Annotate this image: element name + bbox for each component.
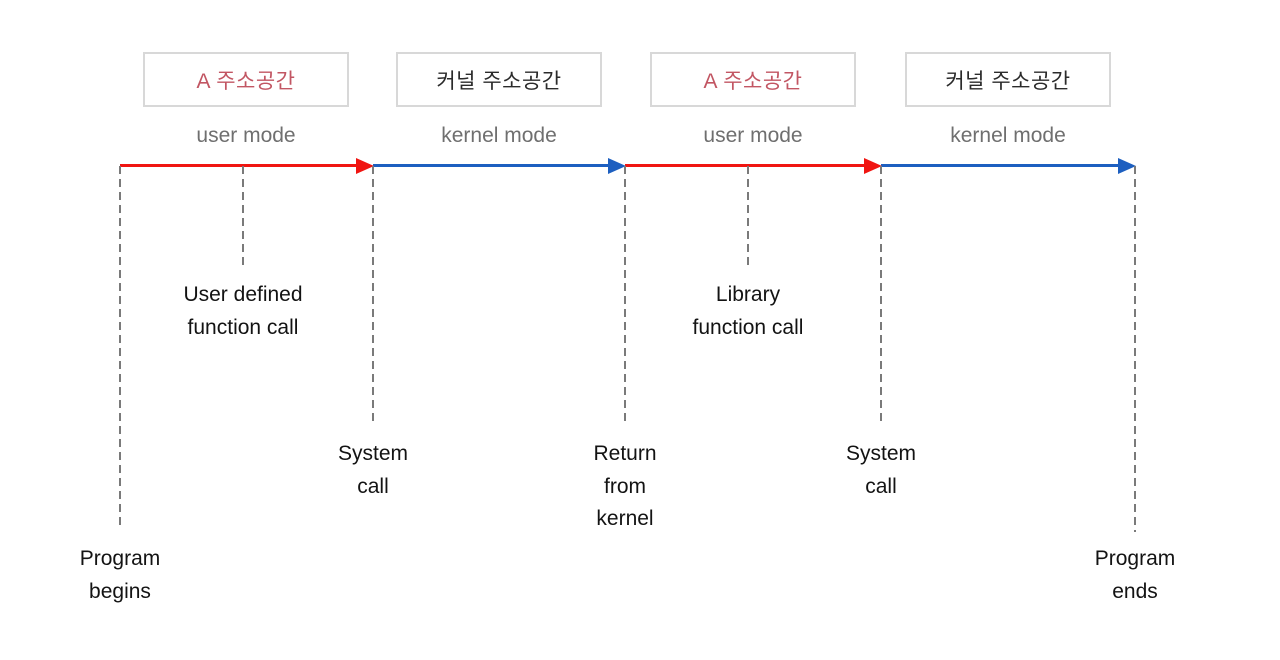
event-dashed-line xyxy=(119,166,121,530)
mode-label: kernel mode xyxy=(441,124,557,147)
mode-label: user mode xyxy=(196,124,296,147)
event-dashed-line xyxy=(372,166,374,424)
event-label: User defined function call xyxy=(183,283,303,339)
event-label: System call xyxy=(337,442,409,498)
event-label: Return from kernel xyxy=(593,442,657,531)
address-space-box: 커널 주소공간 xyxy=(905,52,1111,107)
mode-label: kernel mode xyxy=(950,124,1066,147)
event-dashed-line xyxy=(880,166,882,424)
timeline-arrow-user-2 xyxy=(625,164,866,167)
event-label: System call xyxy=(845,442,917,498)
timeline-arrow-user-1 xyxy=(120,164,358,167)
arrowhead-icon xyxy=(356,157,374,174)
address-space-box: 커널 주소공간 xyxy=(396,52,602,107)
event-dashed-line xyxy=(747,166,749,266)
event-dashed-line xyxy=(624,166,626,424)
address-space-box: A 주소공간 xyxy=(143,52,349,107)
arrowhead-icon xyxy=(864,157,882,174)
mode-label: user mode xyxy=(703,124,803,147)
event-label: Program begins xyxy=(79,547,161,603)
timeline-arrow-kernel-2 xyxy=(881,164,1120,167)
timeline-arrow-kernel-1 xyxy=(373,164,610,167)
arrowhead-icon xyxy=(608,157,626,174)
arrowhead-icon xyxy=(1118,157,1136,174)
event-label: Program ends xyxy=(1094,547,1176,603)
event-label: Library function call xyxy=(692,283,804,339)
address-space-box: A 주소공간 xyxy=(650,52,856,107)
event-dashed-line xyxy=(1134,166,1136,532)
event-dashed-line xyxy=(242,166,244,266)
